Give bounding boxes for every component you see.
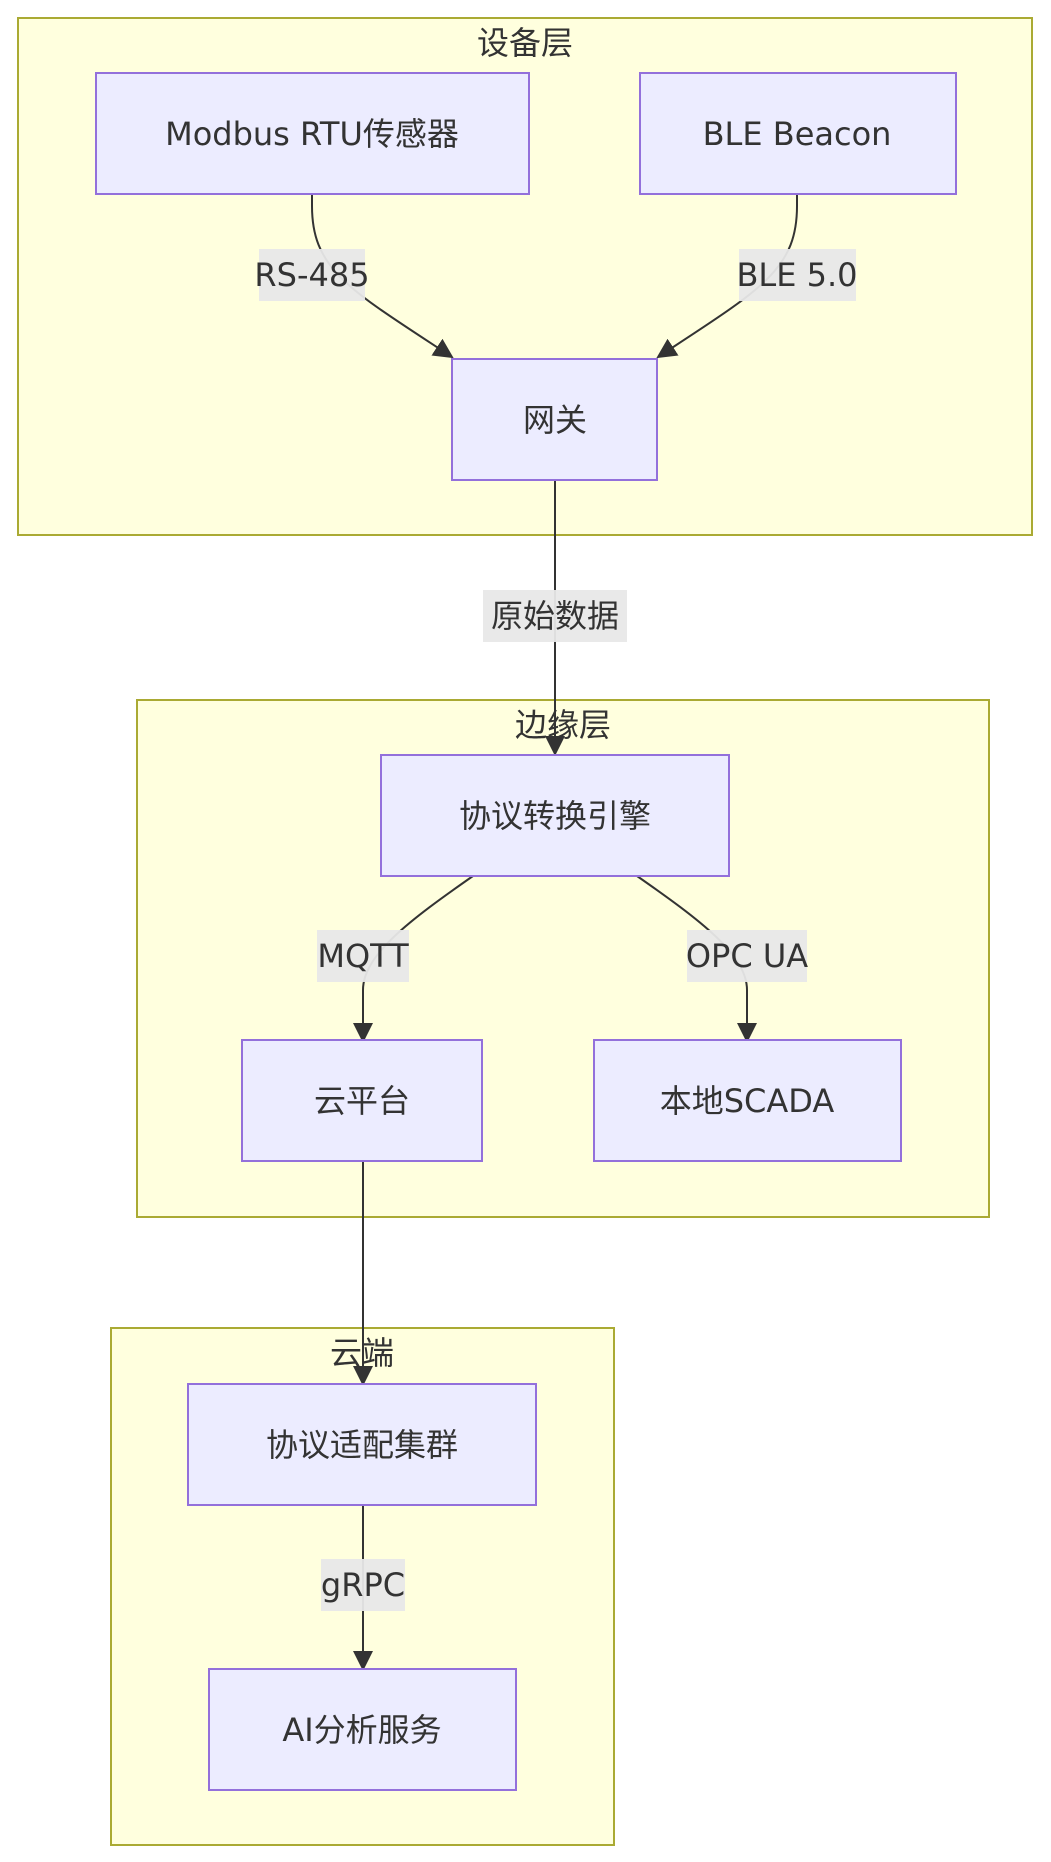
edge-label-background (687, 930, 807, 982)
node-label: BLE Beacon (703, 115, 892, 153)
edge-label-background (321, 1559, 405, 1611)
node-ai-service[interactable]: AI分析服务 (208, 1668, 517, 1791)
edge-label-opcua: OPC UA (686, 937, 808, 975)
node-gateway[interactable]: 网关 (451, 358, 658, 481)
node-cloud-platform[interactable]: 云平台 (241, 1039, 483, 1162)
node-adapter-cluster[interactable]: 协议适配集群 (187, 1383, 537, 1506)
edge-converter-cloud: MQTT (317, 875, 474, 1043)
node-protocol-converter[interactable]: 协议转换引擎 (380, 754, 730, 877)
node-label: 网关 (523, 401, 587, 439)
edge-label-raw-data: 原始数据 (491, 597, 619, 635)
node-box (451, 358, 658, 481)
edge-label-background (739, 249, 856, 301)
node-label: Modbus RTU传感器 (165, 115, 459, 153)
node-box (593, 1039, 902, 1162)
edge-modbus-gateway: RS-485 (254, 194, 454, 359)
edge-converter-scada: OPC UA (636, 875, 808, 1043)
node-local-scada[interactable]: 本地SCADA (593, 1039, 902, 1162)
edge-ble-gateway: BLE 5.0 (656, 194, 858, 359)
node-box (208, 1668, 517, 1791)
cluster-device-title: 设备层 (477, 24, 573, 62)
node-label: 云平台 (314, 1082, 410, 1120)
edge-label-background (317, 930, 409, 982)
node-modbus-sensor[interactable]: Modbus RTU传感器 (95, 72, 530, 195)
node-box (95, 72, 530, 195)
edge-label-grpc: gRPC (321, 1566, 405, 1604)
node-ble-beacon[interactable]: BLE Beacon (639, 72, 957, 195)
node-label: 协议适配集群 (266, 1426, 458, 1464)
edge-label-background (483, 590, 627, 642)
node-label: 协议转换引擎 (459, 797, 651, 835)
node-box (639, 72, 957, 195)
node-box (187, 1383, 537, 1506)
edge-adapter-ai: gRPC (321, 1505, 405, 1671)
edge-label-rs485: RS-485 (254, 256, 369, 294)
node-box (380, 754, 730, 877)
edge-label-background (259, 249, 365, 301)
node-label: 本地SCADA (660, 1082, 835, 1120)
cluster-edge-title: 边缘层 (515, 706, 611, 744)
edge-gateway-converter: 原始数据 (483, 480, 627, 756)
edge-label-ble: BLE 5.0 (736, 256, 857, 294)
node-box (241, 1039, 483, 1162)
node-label: AI分析服务 (282, 1711, 441, 1749)
edge-label-mqtt: MQTT (317, 937, 409, 975)
